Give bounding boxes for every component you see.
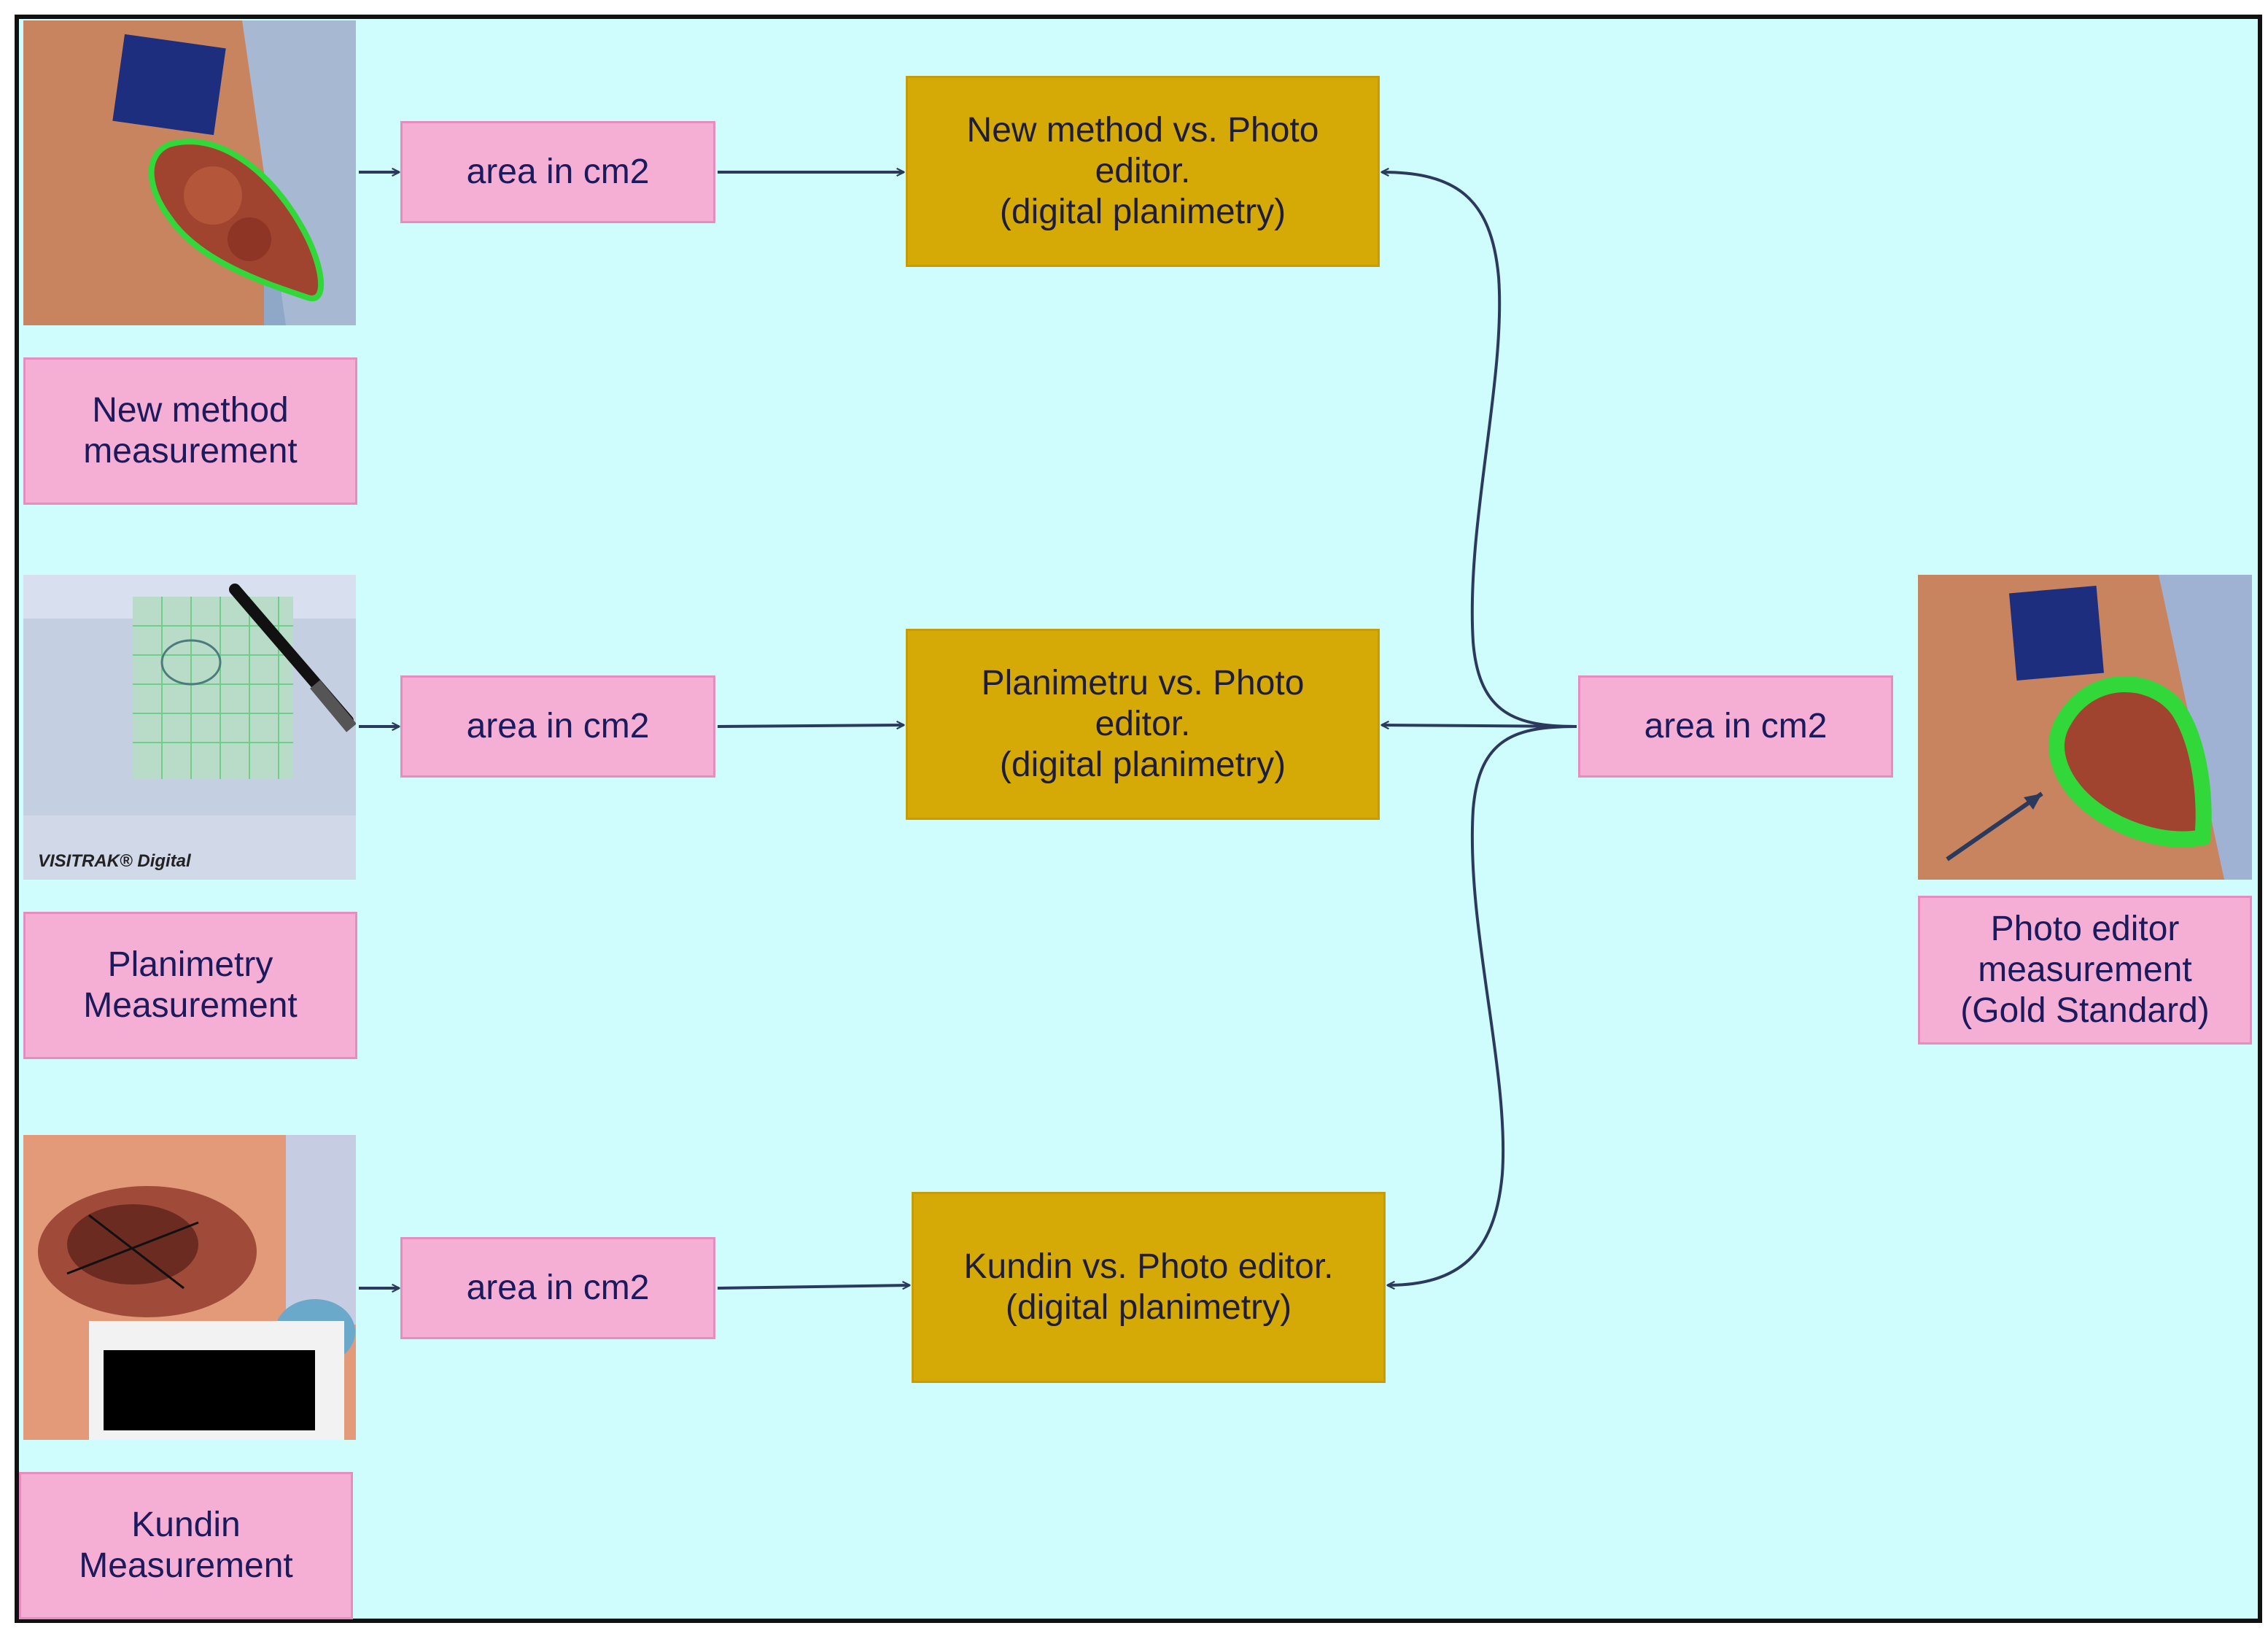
visitrak-device-text: VISITRAK® Digital (38, 851, 192, 871)
planimetry-photo: VISITRAK® Digital (23, 575, 356, 880)
kundin-label: Kundin Measurement (19, 1472, 353, 1619)
new-method-photo (23, 20, 356, 325)
planimetry-label: Planimetry Measurement (23, 912, 357, 1059)
gold-standard-label: Photo editor measurement (Gold Standard) (1918, 896, 2252, 1045)
planimetry-area-box: area in cm2 (400, 675, 715, 778)
new-method-label: New method measurement (23, 357, 357, 505)
wound-thick-green-outline-photo-icon (1918, 575, 2252, 880)
gold-standard-area-box: area in cm2 (1578, 675, 1893, 778)
kundin-comparison-box: Kundin vs. Photo editor. (digital planim… (912, 1192, 1386, 1383)
new-method-area-box: area in cm2 (400, 121, 715, 223)
visitrak-planimetry-photo-icon: VISITRAK® Digital (23, 575, 356, 880)
wound-ruler-photo-icon (23, 1135, 356, 1440)
kundin-photo (23, 1135, 356, 1440)
planimetry-comparison-box: Planimetru vs. Photo editor. (digital pl… (906, 629, 1380, 820)
gold-standard-photo (1918, 575, 2252, 880)
kundin-area-box: area in cm2 (400, 1237, 715, 1339)
new-method-comparison-box: New method vs. Photo editor. (digital pl… (906, 76, 1380, 267)
wound-green-outline-photo-icon (23, 20, 356, 325)
